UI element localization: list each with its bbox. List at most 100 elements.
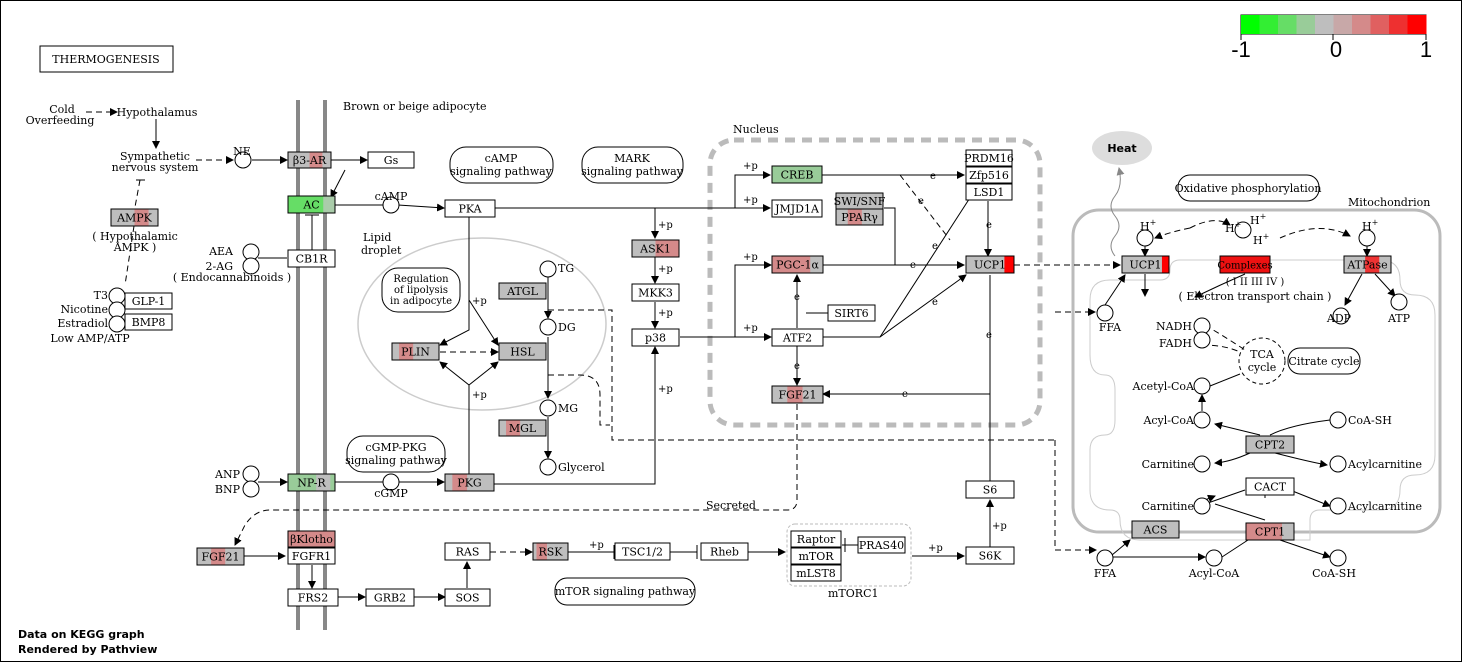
gene-box[interactable] [790,530,842,548]
compound-tg[interactable] [539,260,557,278]
svg-text:of lipolysis[interactable]: of lipolysis [394,285,448,296]
compound-estradiol[interactable] [108,315,126,333]
pathway-citrate[interactable]: Citrate cycle [1288,355,1359,368]
gene-box[interactable] [965,480,1015,499]
gene-ampk[interactable]: AMPK [110,208,159,227]
gene-fgf21s[interactable]: FGF21 [196,547,245,566]
gene-rsk[interactable]: RSK [532,542,569,561]
gene-npr[interactable]: NP-R [287,473,336,492]
gene-box[interactable] [790,564,842,582]
compound-h2[interactable] [1234,221,1252,239]
gene-pgc1a[interactable]: PGC-1α [771,255,824,274]
compound-acylcarnitine-2[interactable] [1329,497,1347,515]
gene-box[interactable] [287,588,339,607]
compound-atp[interactable] [1390,293,1408,311]
compound-acylcoa-out[interactable] [1205,549,1223,567]
gene-mlst8[interactable]: mLST8 [790,564,842,582]
gene-b3ar[interactable]: β3-AR [287,151,332,169]
pathway-mapk-1[interactable]: MARK [614,152,650,165]
gene-complexes[interactable]: Complexes [1217,255,1273,274]
gene-atf2[interactable]: ATF2 [771,328,824,347]
heat-node[interactable] [1092,131,1152,165]
gene-box[interactable] [631,283,680,302]
compound-bnp[interactable] [242,480,260,498]
gene-pras40[interactable]: PRAS40 [857,536,906,554]
compound-ne[interactable] [234,151,252,169]
svg-text:cGMP-PKG[interactable]: cGMP-PKG [365,441,426,454]
gene-tsc[interactable]: TSC1/2 [614,542,671,561]
gene-s6k[interactable]: S6K [965,546,1015,565]
gene-frs2[interactable]: FRS2 [287,588,339,607]
gene-box[interactable] [965,149,1013,167]
gene-plin[interactable]: PLIN [391,342,440,361]
gene-rheb[interactable]: Rheb [700,542,749,561]
gene-cb1r[interactable]: CB1R [287,249,336,268]
gene-ucp1n[interactable]: UCP1 [965,255,1015,274]
gene-mtor[interactable]: mTOR [790,547,842,565]
gene-bklotho[interactable]: βKlotho [287,530,336,548]
gene-box[interactable] [287,530,336,548]
pathway-camp-2[interactable]: signaling pathway [450,165,553,178]
gene-ac[interactable]: AC [287,195,336,214]
gene-mgl[interactable]: MGL [498,419,547,437]
gene-cpt1[interactable]: CPT1 [1245,522,1295,541]
gene-box[interactable] [444,199,496,218]
gene-zfp516[interactable]: Zfp516 [965,166,1013,184]
gene-lsd1[interactable]: LSD1 [965,183,1013,201]
gene-box[interactable] [631,328,680,347]
gene-ucp1m[interactable]: UCP1 [1121,255,1170,274]
compound-fadh[interactable] [1193,331,1211,349]
gene-ras[interactable]: RAS [444,542,491,561]
compound-ffa-2[interactable] [1096,549,1114,567]
gene-box[interactable] [367,151,415,169]
gene-box[interactable] [771,199,823,218]
gene-box[interactable] [124,292,173,310]
gene-acs[interactable]: ACS [1131,520,1180,539]
gene-atgl[interactable]: ATGL [498,282,547,300]
gene-creb[interactable]: CREB [771,165,823,184]
compound-dg[interactable] [539,318,557,336]
pathway-oxphos[interactable]: Oxidative phosphorylation [1175,182,1322,195]
compound-adp[interactable] [1332,307,1350,325]
compound-carnitine-2[interactable] [1193,497,1211,515]
pathway-camp-1[interactable]: cAMP [485,152,518,165]
gene-box[interactable] [287,249,336,268]
gene-pkg[interactable]: PKG [444,473,495,492]
gene-fgf21n[interactable]: FGF21 [771,385,824,404]
gene-gs[interactable]: Gs [367,151,415,169]
svg-text:in adipocyte[interactable]: in adipocyte [390,296,452,307]
gene-mkk3[interactable]: MKK3 [631,283,680,302]
pathway-mapk-2[interactable]: signaling pathway [581,165,684,178]
gene-box[interactable] [857,536,906,554]
compound-h1[interactable] [1136,229,1154,247]
compound-carnitine-1[interactable] [1193,455,1211,473]
gene-grb2[interactable]: GRB2 [365,588,415,607]
gene-box[interactable] [614,542,671,561]
gene-box[interactable] [365,588,415,607]
gene-box[interactable] [771,328,824,347]
gene-sos[interactable]: SOS [444,588,491,607]
compound-mg[interactable] [539,399,557,417]
gene-box[interactable] [790,547,842,565]
gene-ppary[interactable]: PPARγ [835,208,884,226]
gene-raptor[interactable]: Raptor [790,530,842,548]
gene-cact[interactable]: CACT [1245,477,1295,496]
gene-box[interactable] [124,313,173,331]
gene-box[interactable] [444,588,491,607]
gene-box[interactable] [700,542,749,561]
compound-acylcarnitine-1[interactable] [1329,455,1347,473]
compound-glycerol[interactable] [539,458,557,476]
svg-text:Regulation[interactable]: Regulation [393,274,449,285]
compound-cgmp[interactable] [382,473,400,491]
gene-p38[interactable]: p38 [631,328,680,347]
gene-box[interactable] [827,304,876,322]
gene-pka[interactable]: PKA [444,199,496,218]
compound-acylcoa-in[interactable] [1193,411,1211,429]
gene-box[interactable] [498,342,547,361]
gene-fgfr1[interactable]: FGFR1 [287,547,336,565]
gene-glp1[interactable]: GLP-1 [124,292,173,310]
gene-box[interactable] [498,282,547,300]
compound-acetylcoa[interactable] [1193,377,1211,395]
pathway-mtor[interactable]: mTOR signaling pathway [555,585,696,598]
gene-box[interactable] [444,542,491,561]
